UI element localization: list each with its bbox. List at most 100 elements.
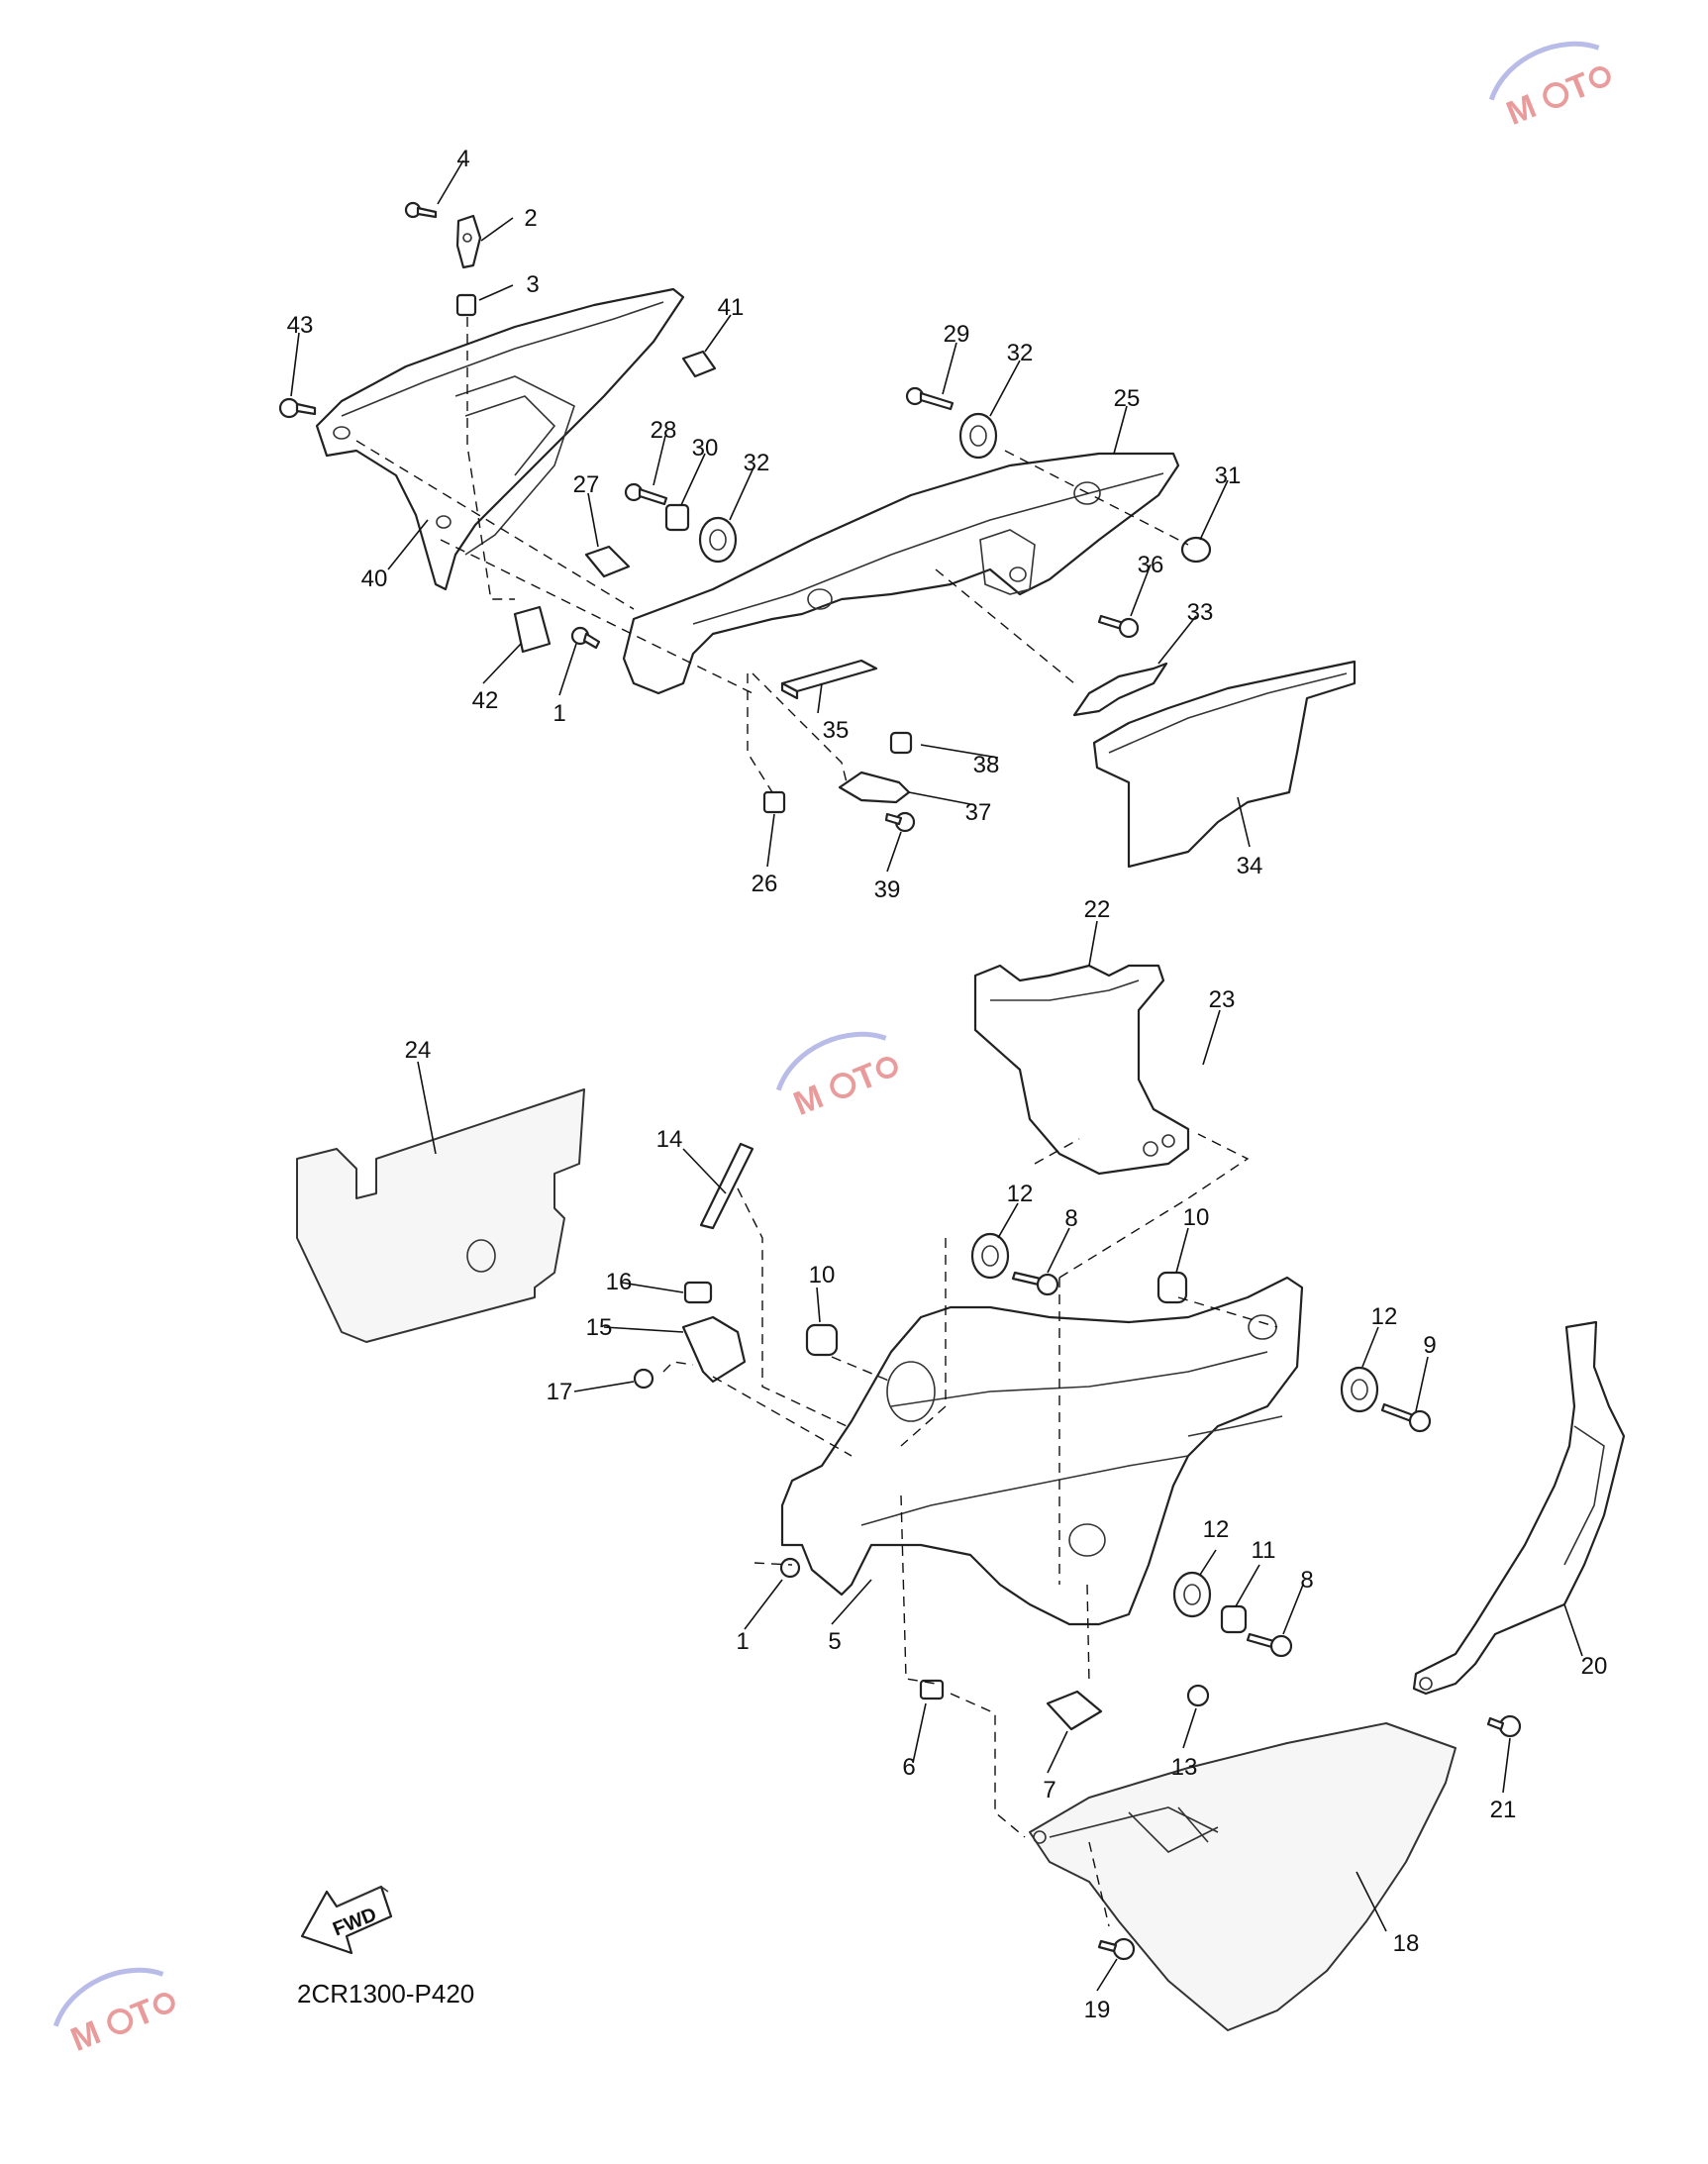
fastener-39 xyxy=(884,811,916,833)
callout-17: 17 xyxy=(547,1379,573,1405)
callout-39: 39 xyxy=(874,876,901,903)
callout-31: 31 xyxy=(1215,463,1242,489)
part-15-bracket xyxy=(681,1315,747,1384)
upper-leader-lines xyxy=(290,159,1251,873)
callout-10-b: 10 xyxy=(809,1262,836,1288)
callout-16: 16 xyxy=(606,1269,633,1295)
callout-27: 27 xyxy=(573,471,600,498)
callout-2: 2 xyxy=(524,205,537,232)
callout-15: 15 xyxy=(586,1314,613,1341)
svg-text:M: M xyxy=(1501,87,1542,133)
callout-23: 23 xyxy=(1209,986,1236,1013)
callout-8-b: 8 xyxy=(1300,1567,1313,1594)
callout-42: 42 xyxy=(472,687,499,714)
fastener-4 xyxy=(404,201,438,219)
svg-text:T: T xyxy=(1561,65,1595,108)
part-2-bracket xyxy=(455,214,482,269)
callout-14: 14 xyxy=(656,1126,683,1153)
part-7-clip xyxy=(1046,1690,1103,1731)
fastener-8-a xyxy=(1011,1271,1059,1296)
part-34-tail-cover xyxy=(1092,660,1356,869)
fastener-13 xyxy=(1186,1684,1210,1707)
grommet-32-a xyxy=(958,412,998,460)
fastener-29 xyxy=(905,386,954,411)
callout-7: 7 xyxy=(1043,1777,1055,1803)
collar-10-a xyxy=(1156,1271,1188,1304)
callout-26: 26 xyxy=(752,871,778,897)
fastener-19 xyxy=(1097,1937,1136,1961)
callout-28: 28 xyxy=(651,417,677,444)
upper-dashed-guides xyxy=(355,317,1189,793)
callout-32-a: 32 xyxy=(1007,340,1034,366)
fastener-36 xyxy=(1097,614,1140,639)
svg-text:M: M xyxy=(65,2013,106,2059)
callout-29: 29 xyxy=(944,321,970,348)
fastener-1-upper xyxy=(570,626,601,650)
callout-24: 24 xyxy=(405,1037,432,1064)
callout-5: 5 xyxy=(828,1628,841,1655)
part-24-side-cover xyxy=(296,1088,585,1343)
part-6-nut xyxy=(919,1679,945,1700)
callout-36: 36 xyxy=(1138,552,1164,578)
part-18-lower-cowl xyxy=(1029,1722,1457,2031)
callout-41: 41 xyxy=(718,294,745,321)
fastener-43 xyxy=(278,397,317,419)
callout-20: 20 xyxy=(1581,1653,1608,1680)
callout-25: 25 xyxy=(1114,385,1141,412)
fastener-28 xyxy=(624,482,668,506)
part-20-lower-cover xyxy=(1412,1320,1626,1696)
grommet-32-b xyxy=(698,516,738,564)
collar-30 xyxy=(664,503,690,532)
fastener-17 xyxy=(633,1368,654,1390)
callout-34: 34 xyxy=(1237,853,1263,879)
callout-19: 19 xyxy=(1084,1997,1111,2023)
part-38-rubber xyxy=(889,731,913,755)
callout-33: 33 xyxy=(1187,599,1214,626)
part-42-pad xyxy=(513,605,552,654)
part-22-inner-cover xyxy=(973,964,1190,1176)
callout-11: 11 xyxy=(1252,1537,1276,1564)
part-5-side-cowl xyxy=(780,1276,1304,1626)
nut-31 xyxy=(1180,536,1212,564)
upper-callouts: 4 2 3 43 41 29 32 25 31 36 33 28 30 32 2… xyxy=(287,146,1263,903)
callout-37: 37 xyxy=(965,799,992,826)
callout-1-lower: 1 xyxy=(736,1628,749,1655)
callout-38: 38 xyxy=(973,752,1000,778)
callout-3: 3 xyxy=(526,271,539,298)
callout-32-b: 32 xyxy=(744,450,770,476)
part-3-rubber xyxy=(455,293,477,317)
grommet-12-a xyxy=(970,1232,1010,1280)
callout-12-b: 12 xyxy=(1371,1303,1398,1330)
callout-12-c: 12 xyxy=(1203,1516,1230,1543)
grommet-12-c xyxy=(1172,1571,1212,1618)
part-41-clip xyxy=(681,350,717,378)
callout-35: 35 xyxy=(823,717,850,744)
callout-13: 13 xyxy=(1171,1754,1198,1781)
diagram-code: 2CR1300-P420 xyxy=(297,1979,474,2009)
lower-leader-lines xyxy=(417,920,1583,1992)
lower-callouts: 24 22 23 14 12 8 10 10 12 9 16 15 17 12 … xyxy=(405,896,1608,2023)
fastener-9 xyxy=(1380,1402,1432,1433)
svg-text:T: T xyxy=(126,1992,159,2034)
collar-11 xyxy=(1220,1604,1248,1634)
callout-6: 6 xyxy=(902,1754,915,1781)
lower-dashed-guides xyxy=(662,1133,1278,1927)
callout-1-upper: 1 xyxy=(553,700,565,727)
callout-22: 22 xyxy=(1084,896,1111,923)
part-25-frame-rail xyxy=(622,452,1180,695)
callout-9: 9 xyxy=(1423,1332,1436,1359)
callout-43: 43 xyxy=(287,312,314,339)
part-35-bar xyxy=(780,659,878,700)
callout-8-a: 8 xyxy=(1064,1205,1077,1232)
callout-10-a: 10 xyxy=(1183,1204,1210,1231)
watermark-logo-center: M T xyxy=(775,1031,898,1123)
fastener-21 xyxy=(1486,1714,1522,1738)
fastener-8-b xyxy=(1246,1632,1293,1658)
watermark-logo-top-right: M T xyxy=(1488,41,1611,133)
part-26-nut xyxy=(762,790,786,814)
callout-18: 18 xyxy=(1393,1930,1420,1957)
part-40-side-panel xyxy=(315,287,685,591)
callout-4: 4 xyxy=(456,146,469,172)
svg-text:M: M xyxy=(788,1078,829,1123)
